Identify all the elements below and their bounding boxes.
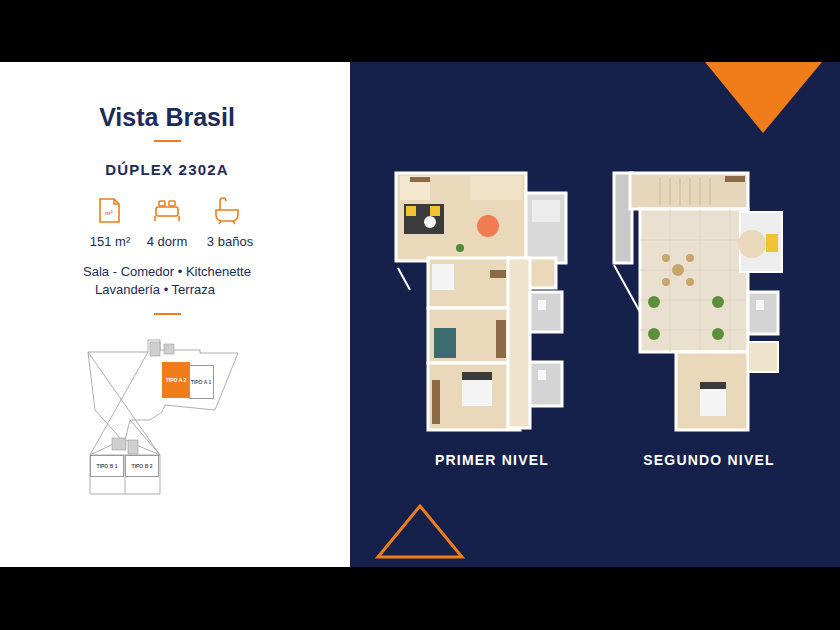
icon-text: m² (105, 210, 112, 217)
bathroom-count: 3 baños (207, 235, 253, 250)
unit-name: DÚPLEX 2302A (105, 161, 229, 178)
unit-block: TIPO A 1 (189, 365, 214, 399)
unit-label: TIPO B 1 (97, 464, 118, 469)
unit-label: TIPO B 2 (132, 464, 153, 469)
feature-list: Sala - Comedor • Kitchenette (83, 265, 251, 280)
project-title: Vista Brasil (99, 103, 235, 132)
feature-list: Lavandería • Terraza (95, 283, 215, 298)
level-title: PRIMER NIVEL (435, 452, 549, 468)
level-title: SEGUNDO NIVEL (643, 452, 775, 468)
bedroom-count: 4 dorm (147, 235, 187, 250)
area-value: 151 m² (90, 235, 130, 250)
unit-label: TIPO A 1 (191, 380, 211, 385)
unit-label: TIPO A 2 (166, 378, 186, 383)
unit-block: TIPO B 1 (90, 455, 124, 477)
unit-block: TIPO A 2 (162, 362, 190, 398)
unit-block: TIPO B 2 (125, 455, 159, 477)
